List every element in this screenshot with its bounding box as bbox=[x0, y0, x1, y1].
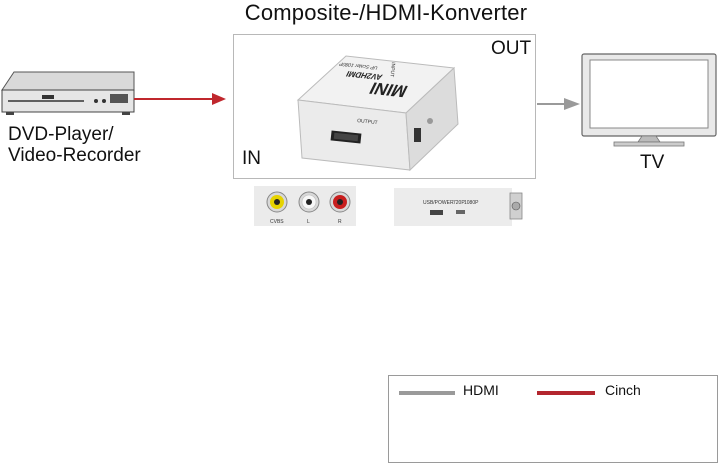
usb-power-label: USB/POWER bbox=[423, 200, 454, 206]
converter-brand: MINI bbox=[366, 79, 411, 101]
legend: HDMI Cinch bbox=[388, 375, 718, 463]
converter-output-label: OUTPUT bbox=[357, 118, 378, 126]
res-720p-label: 720P bbox=[453, 200, 465, 206]
rca-label-l: L bbox=[307, 219, 310, 225]
converter-model: AV2HDMI bbox=[345, 69, 384, 81]
converter-model-sub: UP Scaler 1080P bbox=[338, 61, 379, 71]
source-label-line2: Video-Recorder bbox=[8, 145, 141, 166]
usb-port-icon bbox=[430, 210, 443, 215]
power-panel: USB/POWER 720P 1080P bbox=[394, 188, 523, 226]
legend-hdmi-line bbox=[399, 391, 455, 395]
in-label: IN bbox=[242, 148, 261, 169]
source-label-line1: DVD-Player/ bbox=[8, 124, 114, 145]
cinch-arrow bbox=[134, 93, 226, 105]
rca-label-cvbs: CVBS bbox=[270, 219, 284, 225]
converter-box-icon: OUTPUT INPUT MINI AV2HDMI UP Scaler 1080… bbox=[296, 55, 459, 172]
legend-hdmi-label: HDMI bbox=[463, 382, 499, 398]
legend-cinch-line bbox=[537, 391, 595, 395]
rca-white-jack-icon bbox=[298, 191, 320, 213]
hdmi-arrow bbox=[537, 98, 580, 110]
res-1080p-label: 1080P bbox=[464, 200, 479, 206]
rca-red-jack-icon bbox=[329, 191, 351, 213]
converter-input-label: INPUT bbox=[388, 62, 396, 78]
dvd-player-icon bbox=[1, 71, 135, 115]
tv-icon bbox=[581, 53, 717, 147]
rca-yellow-jack-icon bbox=[266, 191, 288, 213]
legend-cinch-label: Cinch bbox=[605, 382, 641, 398]
rca-label-r: R bbox=[338, 219, 342, 225]
diagram-title: Composite-/HDMI-Konverter bbox=[244, 0, 528, 25]
tv-label: TV bbox=[640, 152, 665, 173]
resolution-switch-icon bbox=[456, 210, 465, 214]
out-label: OUT bbox=[491, 38, 532, 59]
rca-input-panel: CVBS L R bbox=[254, 186, 356, 226]
